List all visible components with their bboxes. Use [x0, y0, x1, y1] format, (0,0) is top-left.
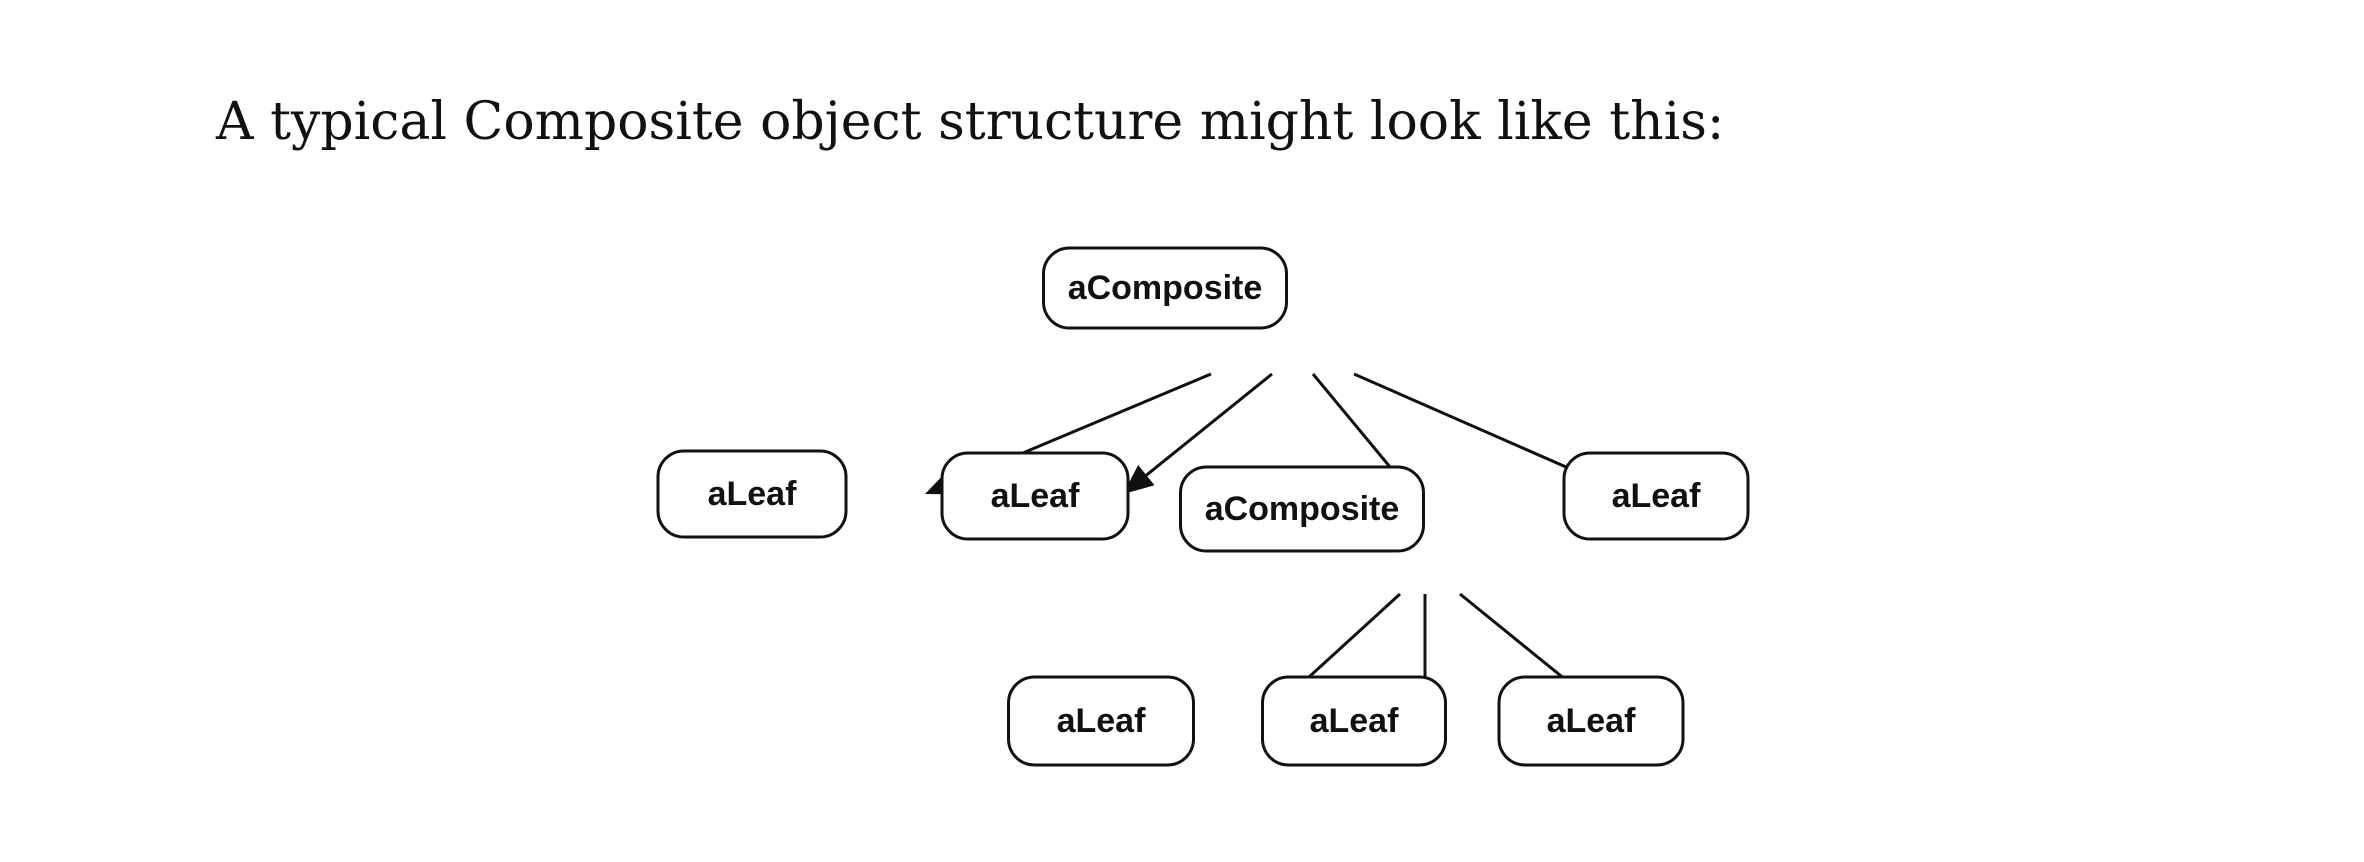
- nodes-layer: aComposite aLeaf aLeaf aComposite aLeaf aLeaf…: [656, 246, 1750, 767]
- node-leaf4: aLeaf: [1007, 675, 1195, 767]
- edge-line: [1145, 372, 1273, 477]
- node-leaf6: aLeaf: [1497, 675, 1685, 767]
- node-box: [1562, 451, 1750, 541]
- node-box: [1179, 465, 1425, 553]
- node-comp2: aComposite: [1179, 465, 1425, 553]
- node-leaf2: aLeaf: [940, 451, 1130, 541]
- node-box: [940, 451, 1130, 541]
- node-label: aLeaf: [991, 477, 1080, 515]
- node-label: aLeaf: [1057, 702, 1146, 740]
- node-label: aComposite: [1068, 269, 1263, 307]
- node-label: aLeaf: [1612, 477, 1701, 515]
- node-label: aLeaf: [708, 475, 797, 513]
- node-label: aLeaf: [1310, 702, 1399, 740]
- node-box: [1497, 675, 1685, 767]
- edge-root-to-leaf2: [1123, 372, 1273, 494]
- arrowhead-icon: [1123, 465, 1155, 494]
- node-root: aComposite: [1042, 246, 1288, 330]
- intro-text: A typical Composite object structure mig…: [216, 92, 1725, 152]
- node-box: [1261, 675, 1447, 767]
- node-box: [1007, 675, 1195, 767]
- node-box: [1042, 246, 1288, 330]
- node-box: [656, 449, 848, 539]
- node-leaf5: aLeaf: [1261, 675, 1447, 767]
- node-label: aComposite: [1205, 490, 1400, 528]
- node-leaf1: aLeaf: [656, 449, 848, 539]
- node-label: aLeaf: [1547, 702, 1636, 740]
- node-leaf3: aLeaf: [1562, 451, 1750, 541]
